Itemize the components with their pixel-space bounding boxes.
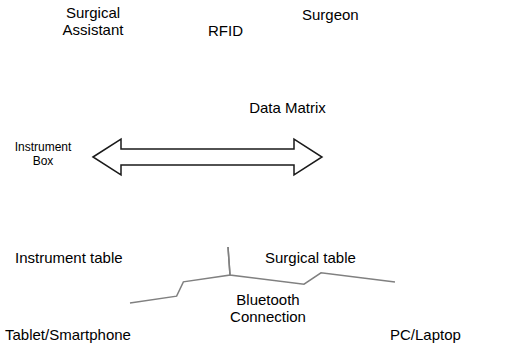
rfid-box-front (140, 60, 225, 215)
bluetooth-link (130, 247, 230, 303)
table-surface: Instrument table (0, 185, 270, 247)
table-surface-outline (0, 185, 270, 247)
edge-label: Data Matrix (247, 99, 328, 116)
tablet-body (89, 282, 126, 324)
node-label: Surgical Assistant (53, 4, 133, 38)
person-head (342, 30, 402, 90)
box-top (8, 118, 93, 133)
node-label: Instrument table (15, 249, 123, 266)
node-label: Surgeon (302, 6, 359, 23)
table-front (5, 240, 225, 247)
tablet-screen (100, 290, 121, 315)
table-surface: Surgical table (225, 185, 515, 247)
box-front (8, 133, 78, 213)
table-side (225, 190, 265, 247)
rfid-box-side (225, 45, 240, 215)
table-top (225, 190, 513, 240)
table-side (463, 190, 513, 247)
rfid-reader (213, 196, 225, 208)
laptop-icon-outline (395, 265, 465, 315)
person-head (142, 5, 202, 65)
bluetooth-link (228, 247, 395, 284)
tablet-case (96, 285, 125, 321)
tablet-icon-outline (92, 284, 130, 322)
instrument-box: Instrument Box (8, 118, 93, 213)
tablet-icon: Tablet/Smartphone (92, 284, 130, 322)
diagram-label: Bluetooth Connection (226, 291, 310, 325)
laptop-keyboard (397, 295, 463, 311)
laptop-keys (403, 299, 456, 306)
table-surface-outline (225, 185, 515, 247)
table-front (225, 240, 463, 247)
node-label: Surgical table (265, 249, 356, 266)
person-body (322, 95, 422, 195)
diagram-label: RFID (208, 22, 243, 39)
laptop-screen (403, 267, 457, 295)
person-body (115, 72, 230, 190)
double-arrow (93, 139, 322, 175)
person-figure-outline (322, 25, 422, 195)
stylus (89, 293, 97, 309)
person-figure: Surgeon (322, 25, 422, 195)
node-label: PC/Laptop (390, 326, 461, 343)
laptop-display (407, 271, 452, 291)
table-top (5, 190, 265, 240)
laptop-icon: PC/Laptop (395, 265, 465, 315)
box-side (78, 118, 93, 213)
node-label: Tablet/Smartphone (5, 326, 131, 343)
rfid-box-top (140, 45, 240, 60)
node-label: Instrument Box (8, 140, 78, 168)
